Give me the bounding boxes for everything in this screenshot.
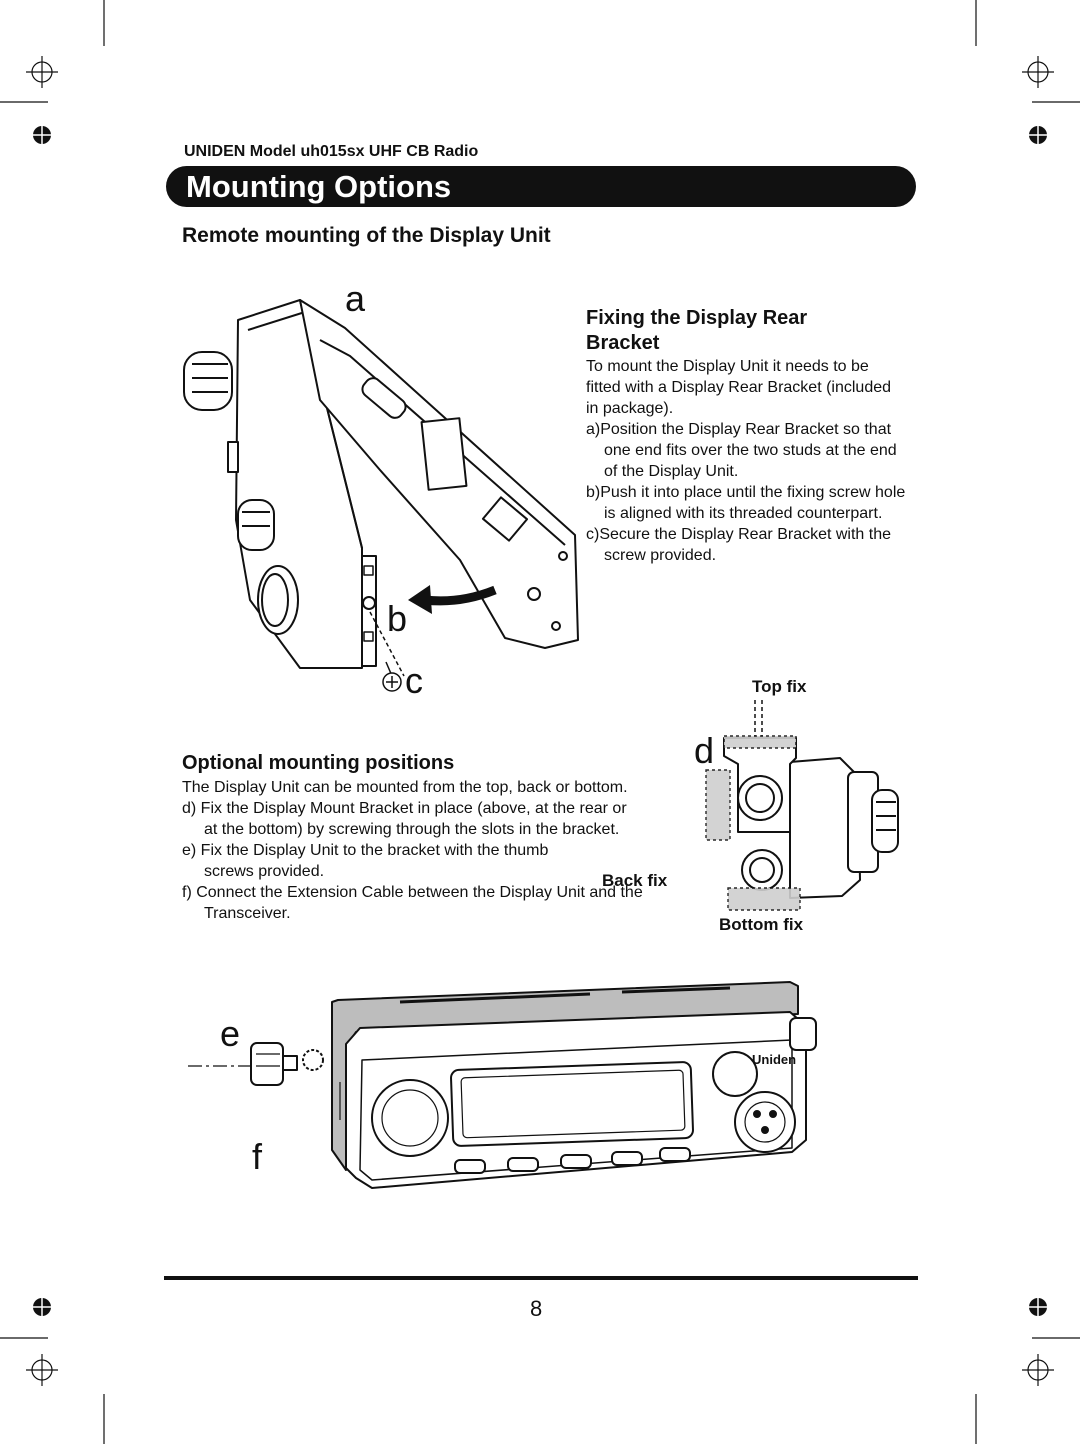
fixing-instructions: To mount the Display Unit it needs to be… — [586, 356, 906, 566]
crosshair-mark-br — [1022, 1354, 1054, 1386]
subsection-title-fixing: Fixing the Display Rear Bracket — [586, 307, 808, 354]
fixing-step-a: a)Position the Display Rear Bracket so t… — [586, 421, 897, 480]
fixing-intro: To mount the Display Unit it needs to be… — [586, 358, 892, 417]
label-top-fix: Top fix — [752, 677, 807, 696]
crosshair-mark-bl — [26, 1354, 58, 1386]
label-bottom-fix: Bottom fix — [719, 915, 804, 934]
section-title-remote-mounting: Remote mounting of the Display Unit — [182, 224, 551, 247]
fixing-step-c: c)Secure the Display Rear Bracket with t… — [586, 526, 892, 564]
page-number: 8 — [530, 1296, 543, 1321]
fixing-step-b: b)Push it into place until the fixing sc… — [586, 484, 906, 522]
crosshair-mark-tl — [26, 56, 58, 88]
crosshair-mark-tr — [1022, 56, 1054, 88]
figure-label-a: a — [345, 278, 366, 319]
model-name: UNIDEN Model uh015sx UHF CB Radio — [184, 143, 479, 160]
label-back-fix: Back fix — [602, 871, 668, 890]
subsection-title-optional: Optional mounting positions — [182, 752, 455, 774]
figure-label-e: e — [220, 1013, 241, 1054]
optional-instructions: The Display Unit can be mounted from the… — [182, 777, 702, 924]
figure-label-f: f — [252, 1136, 263, 1177]
figure-label-b: b — [387, 598, 408, 639]
footer-rule — [164, 1276, 918, 1280]
figure-label-c: c — [405, 660, 423, 701]
optional-step-f: f) Connect the Extension Cable between t… — [182, 884, 643, 922]
optional-intro: The Display Unit can be mounted from the… — [182, 779, 628, 796]
brand-logo: Uniden — [752, 1052, 797, 1067]
page-title-banner: Mounting Options — [166, 166, 916, 207]
optional-step-e: e) Fix the Display Unit to the bracket w… — [182, 842, 549, 880]
optional-step-d: d) Fix the Display Mount Bracket in plac… — [182, 800, 627, 838]
figure-label-d: d — [694, 730, 715, 771]
